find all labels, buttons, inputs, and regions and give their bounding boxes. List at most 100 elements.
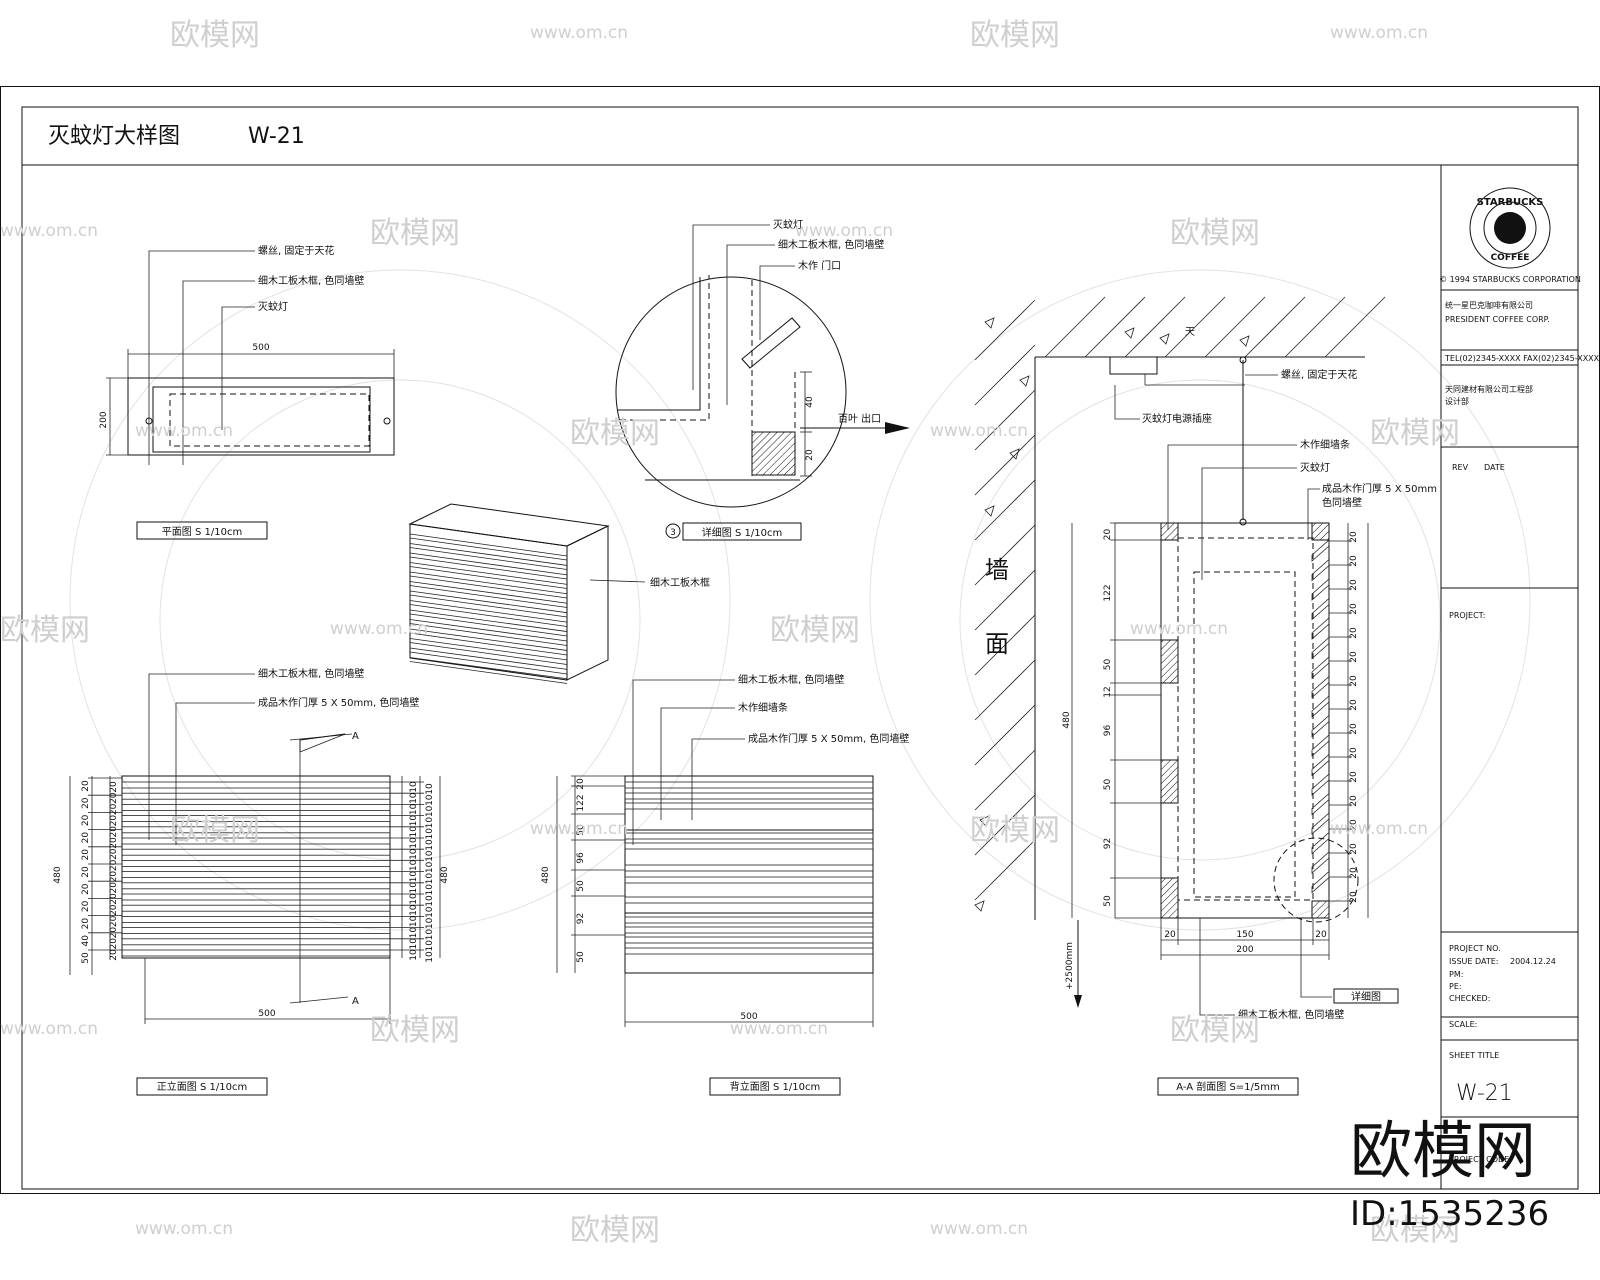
section-bottom-dim-1: 20 (1164, 930, 1176, 940)
wm-brand-11: 欧模网 (370, 1013, 460, 1048)
checked-label: CHECKED: (1449, 994, 1490, 1003)
section-caption: A-A 剖面图 S=1/5mm (1176, 1080, 1280, 1093)
wm-site-11: www.om.cn (0, 1019, 98, 1039)
back-slat (624, 802, 874, 810)
section-note-2: 灭蚊灯电源插座 (1142, 412, 1212, 425)
back-slat (624, 832, 874, 840)
front-dim-height: 480 (53, 866, 63, 883)
designer-cn-2: 设计部 (1445, 396, 1469, 406)
front-slat (121, 792, 391, 800)
section-louver (1311, 539, 1330, 562)
section-hatch-right (1311, 900, 1330, 919)
front-slat (121, 904, 391, 912)
iso-slat (409, 590, 568, 614)
section-left-dim: 50 (1103, 659, 1113, 671)
section-note-5: 成品木作门厚 5 X 50mm (1322, 482, 1437, 495)
sheet-title-label: SHEET TITLE (1449, 1051, 1499, 1060)
wm-site-14: www.om.cn (930, 1219, 1028, 1239)
front-right-dim: 10 (409, 927, 419, 939)
iso-slat (409, 562, 568, 585)
plan-note-1: 螺丝, 固定于天花 (258, 244, 334, 257)
section-right-dim: 20 (1349, 699, 1359, 711)
back-note-2: 木作细墙条 (738, 701, 788, 714)
concrete-mark (984, 505, 995, 517)
back-left-dim: 96 (576, 852, 586, 864)
wm-site-1: www.om.cn (530, 23, 628, 43)
section-louver (1311, 831, 1330, 855)
back-left-dim: 50 (576, 824, 586, 836)
date-label: DATE (1484, 463, 1505, 472)
wm-site-7: www.om.cn (330, 619, 428, 639)
front-right-dim-2: 10 (425, 940, 435, 952)
section-right-dim: 20 (1349, 651, 1359, 663)
concrete-mark (979, 815, 990, 827)
back-note-3: 成品木作门厚 5 X 50mm, 色同墙壁 (748, 732, 909, 745)
front-left-dim: 20 (81, 832, 91, 844)
front-right-dim-2: 10 (425, 828, 435, 840)
section-note-3: 木作细墙条 (1300, 438, 1350, 451)
ceiling-hatch-line (1164, 296, 1226, 358)
front-note-1: 细木工板木框, 色同墙壁 (258, 667, 364, 680)
iso-slat-edge (409, 585, 568, 608)
front-right-dim-2: 10 (425, 906, 435, 918)
iso-view: 细木工板木框 (408, 503, 710, 684)
logo-bottom-text: COFFEE (1491, 253, 1530, 263)
iso-slat (409, 657, 568, 680)
front-right-dim: 10 (409, 792, 419, 804)
front-slat (121, 848, 391, 856)
section-louver (1311, 578, 1330, 601)
front-right-dim-2: 10 (425, 794, 435, 806)
iso-slat-edge (409, 537, 568, 561)
wm-site-8: www.om.cn (1130, 619, 1228, 639)
detail-note-1: 灭蚊灯 (773, 218, 803, 231)
wall-hatch-line (974, 569, 1036, 631)
company-cn: 统一星巴克咖啡有限公司 (1445, 300, 1533, 310)
section-louver (1311, 558, 1330, 582)
section-louver (1311, 695, 1330, 718)
starbucks-logo-icon (1469, 187, 1551, 269)
iso-slat (409, 552, 568, 576)
back-caption: 背立面图 S 1/10cm (730, 1080, 820, 1093)
front-section-mark-bottom: A (352, 996, 359, 1007)
ceiling-hatch-line (1084, 296, 1146, 358)
concrete-mark (1124, 327, 1135, 339)
section-hatch-left (1160, 639, 1179, 684)
wm-site-6: www.om.cn (930, 421, 1028, 441)
wm-brand-1: 欧模网 (170, 18, 260, 53)
front-inner-dim: 20 (109, 859, 119, 871)
project-code-label: PROJECT CODE (1449, 1155, 1509, 1164)
front-right-dim-2: 10 (425, 861, 435, 873)
section-dim-height: 480 (1062, 711, 1072, 728)
wm-site-10: www.om.cn (1330, 819, 1428, 839)
iso-slat (409, 543, 568, 566)
section-louver (1311, 636, 1330, 660)
plan-dim-height: 200 (99, 411, 109, 428)
front-right-dim: 10 (409, 904, 419, 916)
iso-slat (409, 571, 568, 595)
wall-hatch-line (974, 344, 1036, 406)
section-height-label: +2500mm (1065, 942, 1075, 990)
front-inner-dim: 20 (109, 781, 119, 793)
section-right-dim: 20 (1349, 795, 1359, 807)
watermarks: 欧模网 www.om.cn 欧模网 www.om.cn 欧模网 欧模网 www.… (0, 18, 1460, 1248)
wall-hatch-line (974, 479, 1036, 541)
plan-note-3: 灭蚊灯 (258, 300, 288, 313)
section-bottom-dim-3: 20 (1315, 930, 1327, 940)
wall-label-1: 墙 (985, 556, 1009, 584)
section-hatch-left (1160, 522, 1179, 541)
back-slat (624, 916, 874, 924)
wm-brand-12: 欧模网 (1170, 1013, 1260, 1048)
inner-frame (21, 106, 1579, 1190)
section-left-dim: 50 (1103, 779, 1113, 791)
iso-slat (409, 533, 568, 557)
section-right-dim: 20 (1349, 867, 1359, 879)
wm-brand-13: 欧模网 (570, 1213, 660, 1248)
corner-brand: 欧模网 (1350, 1114, 1536, 1187)
front-right-dim: 10 (409, 882, 419, 894)
front-left-dim: 20 (81, 866, 91, 878)
back-left-dim: 92 (576, 913, 586, 924)
wall-hatch-line (974, 659, 1036, 721)
iso-slat-edge (409, 632, 568, 656)
section-left-dim: 50 (1103, 895, 1113, 907)
section-louver (1311, 870, 1330, 894)
